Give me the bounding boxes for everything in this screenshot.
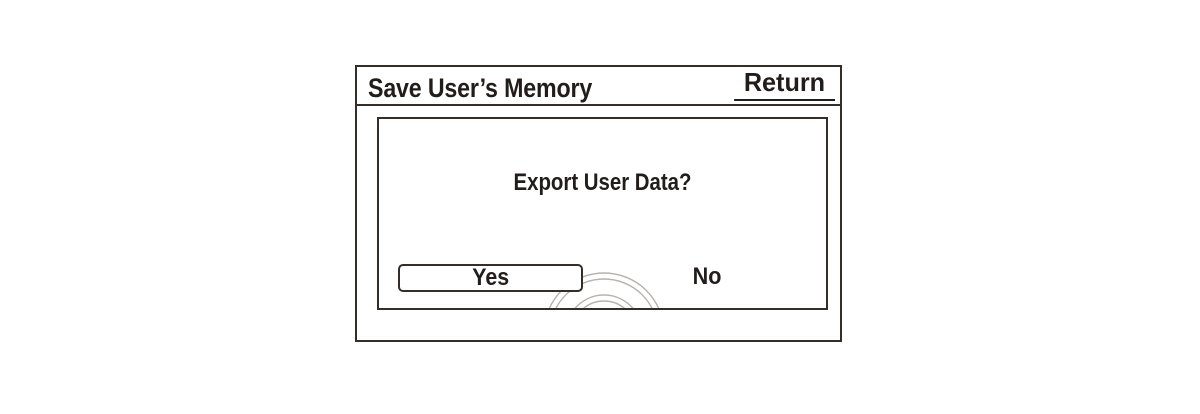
no-button[interactable]: No	[692, 263, 722, 290]
return-button[interactable]: Return	[734, 67, 835, 101]
title-bar: Save User’s Memory Return	[357, 67, 840, 106]
confirmation-panel: Export User Data? Yes No	[377, 117, 828, 310]
touch-ripple-arcs-icon	[548, 272, 660, 308]
save-users-memory-window: Save User’s Memory Return Export User Da…	[355, 65, 842, 342]
prompt-text: Export User Data?	[513, 169, 692, 196]
dialog-content: Export User Data? Yes No	[357, 106, 840, 340]
yes-button-label: Yes	[472, 264, 509, 291]
yes-button[interactable]: Yes	[398, 264, 583, 292]
window-title: Save User’s Memory	[368, 73, 593, 103]
